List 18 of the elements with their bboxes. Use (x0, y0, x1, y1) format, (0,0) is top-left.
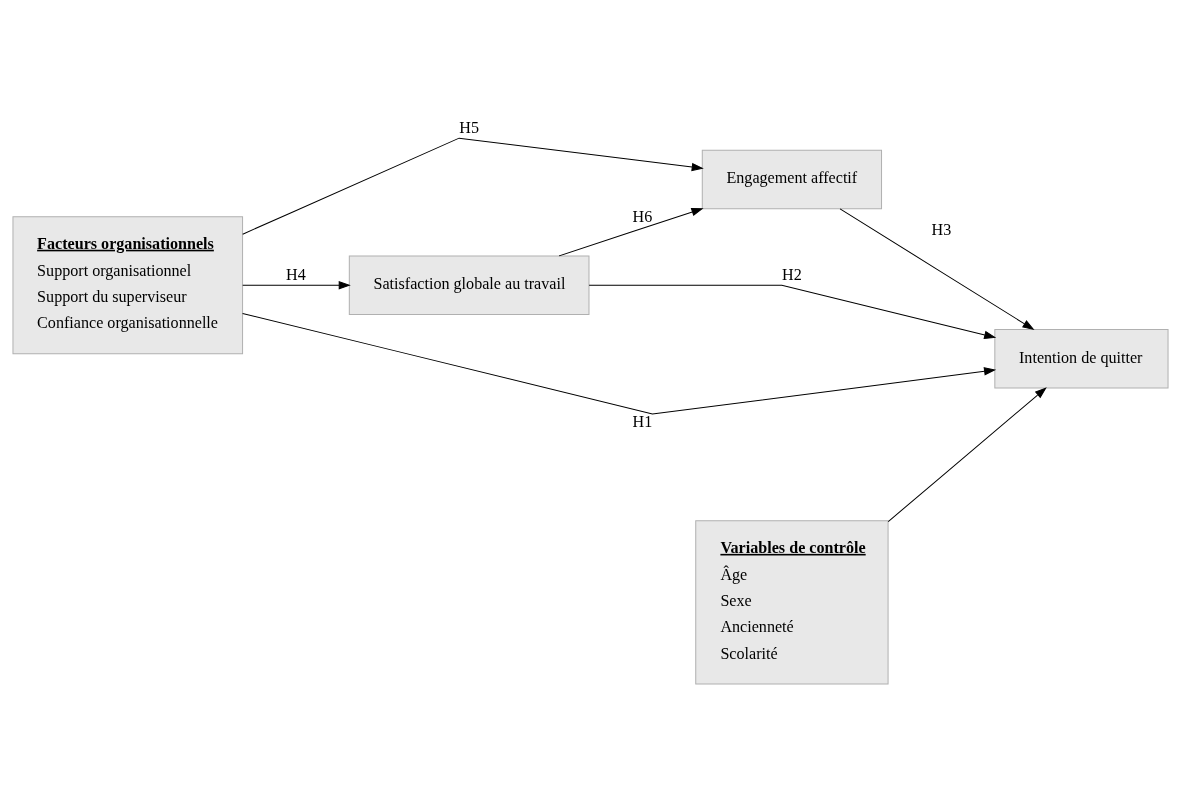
edge-label: H2 (782, 265, 802, 283)
arrow (242, 312, 997, 415)
edge-label: H5 (459, 118, 479, 136)
arrow (887, 387, 1047, 523)
arrow (588, 284, 997, 340)
edge-label: H6 (632, 207, 653, 225)
arrow (242, 280, 351, 290)
arrow (242, 137, 704, 235)
arrow (558, 208, 704, 257)
node-box: Satisfaction globale au travail (348, 255, 590, 315)
arrow (839, 208, 1035, 331)
node-box: Facteurs organisationnels Support organisationnel Support du superviseur Confiance organisationnelle (12, 216, 244, 355)
node-box: Engagement affectif (701, 149, 883, 210)
node-box: Variables de contrôle Âge Sexe Ancienneté Scolarité (695, 520, 889, 685)
node-box: Intention de quitter (994, 329, 1169, 389)
edge-label: H1 (632, 412, 653, 430)
edge-label: H3 (931, 220, 952, 238)
edge-label: H4 (286, 265, 306, 283)
